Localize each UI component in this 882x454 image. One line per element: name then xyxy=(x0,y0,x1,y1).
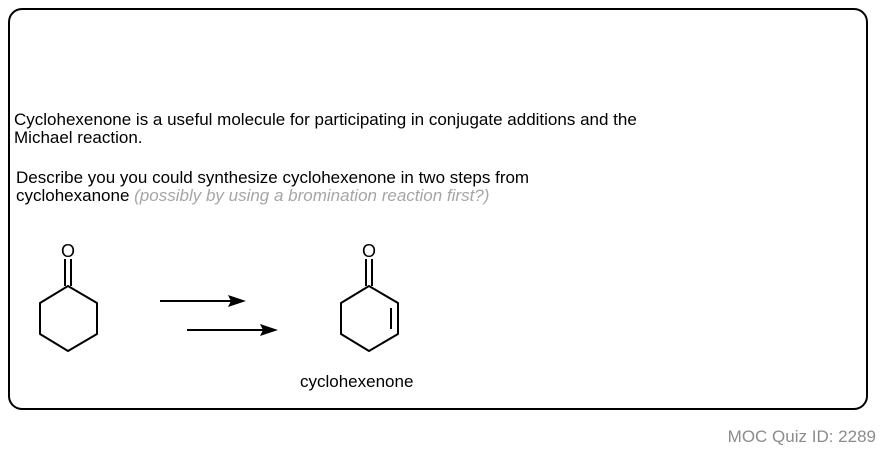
intro-text: Cyclohexenone is a useful molecule for p… xyxy=(14,111,664,147)
cyclohexanone-ring xyxy=(39,285,98,352)
prompt-line-1: Describe you you could synthesize cycloh… xyxy=(16,168,530,187)
prompt-line-2: cyclohexanone xyxy=(16,186,135,205)
hint-text: (possibly by using a bromination reactio… xyxy=(134,186,490,205)
cyclohexenone-ring xyxy=(340,285,399,352)
cyclohexenone-structure xyxy=(340,259,399,352)
cyclohexanone-oxygen-label: O xyxy=(61,241,75,261)
step-2-arrowhead xyxy=(260,324,278,336)
intro-sentence: Cyclohexenone is a useful molecule for p… xyxy=(14,110,637,147)
quiz-id-label: MOC Quiz ID: 2289 xyxy=(727,427,876,446)
cyclohexenone-oxygen-label: O xyxy=(362,241,376,261)
question-card xyxy=(8,8,868,410)
cyclohexanone-structure xyxy=(39,259,98,352)
reaction-arrows xyxy=(160,295,278,336)
step-1-arrowhead xyxy=(228,295,246,307)
prompt-text: Describe you you could synthesize cycloh… xyxy=(16,169,529,205)
product-name-label: cyclohexenone xyxy=(300,372,414,391)
